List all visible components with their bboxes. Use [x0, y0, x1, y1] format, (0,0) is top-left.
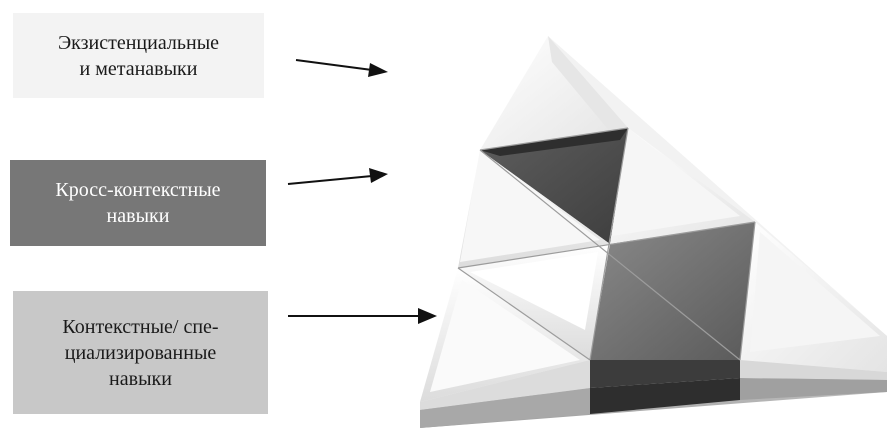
tile-bottom-dark-strip — [590, 360, 740, 414]
arrow-to-bottom-tier — [288, 308, 437, 324]
arrow-to-top-tier — [296, 60, 388, 77]
arrow-to-middle-tier — [288, 168, 388, 184]
tile-row3-right-down — [740, 222, 887, 372]
